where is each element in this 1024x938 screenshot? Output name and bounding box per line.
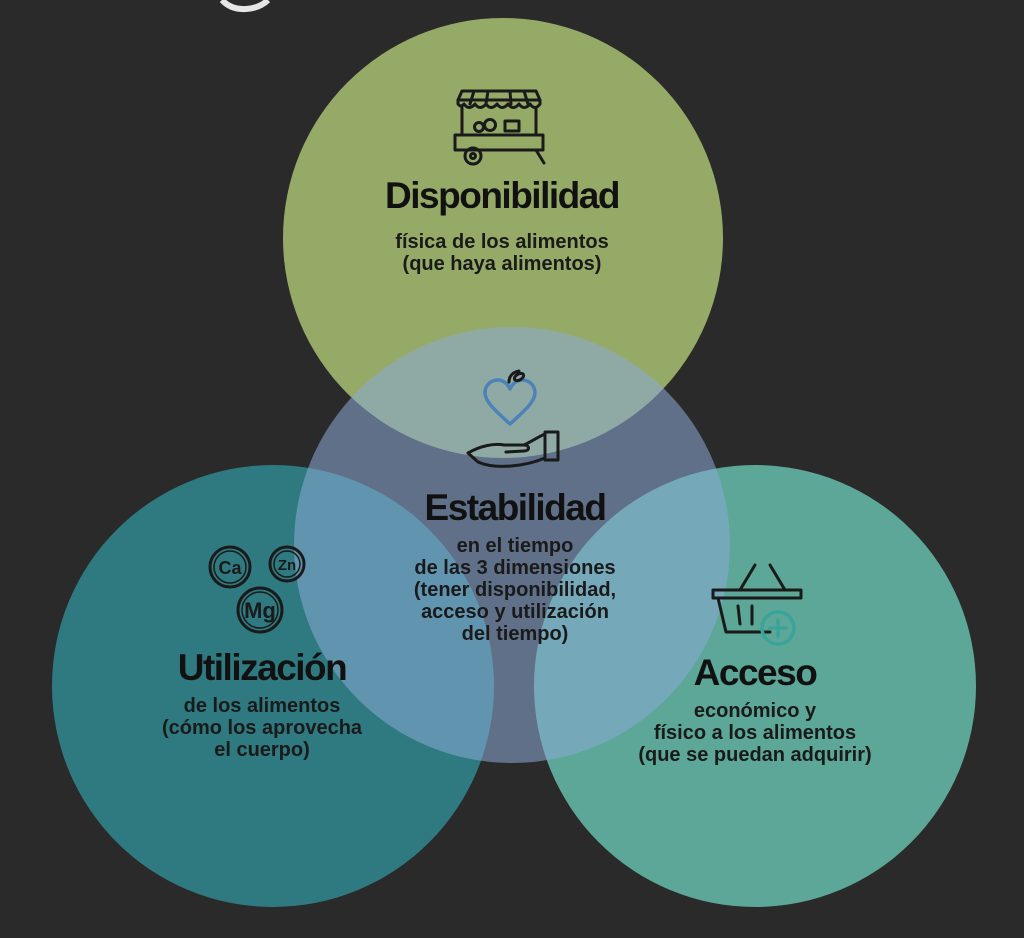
label-utilizacion: Utilización de los alimentos (cómo los a… bbox=[112, 647, 412, 761]
circle-disponibilidad bbox=[283, 18, 723, 458]
mineral-mg-text: Mg bbox=[244, 598, 276, 623]
desc-line: de las 3 dimensiones bbox=[414, 556, 616, 579]
title-estabilidad: Estabilidad bbox=[424, 487, 607, 528]
desc-utilizacion: de los alimentos (cómo los aprovecha el … bbox=[112, 695, 412, 761]
title-acceso: Acceso bbox=[693, 652, 818, 693]
desc-estabilidad: en el tiempo de las 3 dimensiones (tener… bbox=[355, 535, 675, 645]
desc-line: físico a los alimentos bbox=[653, 721, 857, 744]
title-utilizacion: Utilización bbox=[177, 647, 348, 688]
desc-line: en el tiempo bbox=[456, 534, 574, 557]
desc-acceso: económico y físico a los alimentos (que … bbox=[590, 700, 920, 766]
desc-line: (que haya alimentos) bbox=[402, 252, 602, 275]
desc-line: de los alimentos bbox=[183, 694, 341, 717]
desc-line: (tener disponibilidad, bbox=[413, 578, 617, 601]
cropped-title-fragment bbox=[219, 0, 271, 13]
shopping-basket-icon bbox=[711, 563, 803, 646]
label-disponibilidad: Disponibilidad física de los alimentos (… bbox=[302, 175, 702, 275]
mineral-symbols: Ca Zn Mg bbox=[218, 557, 296, 623]
desc-line: física de los alimentos bbox=[395, 230, 609, 253]
desc-line: del tiempo) bbox=[461, 622, 569, 645]
circle-estabilidad bbox=[294, 327, 730, 763]
mineral-zn-text: Zn bbox=[278, 557, 296, 574]
desc-disponibilidad: física de los alimentos (que haya alimen… bbox=[302, 231, 702, 275]
desc-line: el cuerpo) bbox=[214, 738, 310, 761]
label-acceso: Acceso económico y físico a los alimento… bbox=[590, 652, 920, 766]
title-disponibilidad: Disponibilidad bbox=[385, 175, 620, 216]
desc-line: (que se puedan adquirir) bbox=[638, 743, 872, 766]
desc-line: (cómo los aprovecha bbox=[161, 716, 363, 739]
desc-line: económico y bbox=[693, 699, 817, 722]
label-estabilidad: Estabilidad en el tiempo de las 3 dimens… bbox=[355, 487, 675, 645]
minerals-icon bbox=[208, 545, 306, 634]
food-cart-icon bbox=[453, 89, 546, 166]
hand-heart-icon bbox=[466, 369, 560, 468]
desc-line: acceso y utilización bbox=[421, 600, 609, 623]
mineral-ca-text: Ca bbox=[218, 558, 242, 578]
